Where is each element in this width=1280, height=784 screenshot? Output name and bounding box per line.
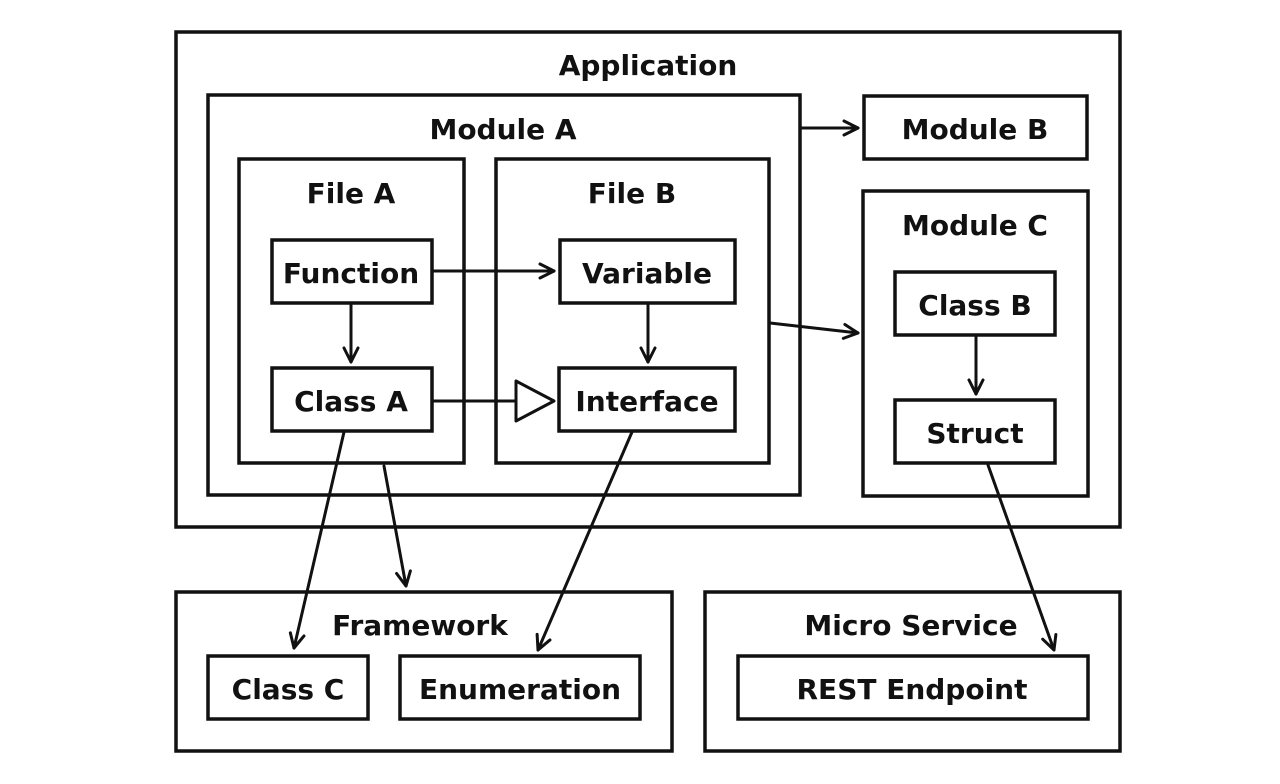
class-a-label: Class A bbox=[294, 385, 408, 418]
interface-node: Interface bbox=[557, 366, 737, 433]
enumeration-node: Enumeration bbox=[398, 654, 642, 721]
enumeration-label: Enumeration bbox=[419, 673, 621, 706]
rest-endpoint-label: REST Endpoint bbox=[797, 673, 1028, 706]
function-label: Function bbox=[283, 257, 419, 290]
class-c-label: Class C bbox=[232, 673, 345, 706]
variable-node: Variable bbox=[558, 238, 737, 305]
struct-node: Struct bbox=[893, 398, 1057, 465]
struct-label: Struct bbox=[926, 417, 1023, 450]
application-title: Application bbox=[559, 49, 738, 82]
edge-class-a-to-class-c bbox=[288, 430, 346, 650]
class-a-node: Class A bbox=[270, 366, 434, 433]
edge-file-a-to-framework bbox=[382, 464, 412, 588]
module-c-title: Module C bbox=[902, 209, 1048, 242]
framework-title: Framework bbox=[332, 609, 509, 642]
edge-file-b-to-module-c bbox=[768, 321, 860, 340]
inheritance-triangle-icon bbox=[514, 379, 556, 423]
rest-endpoint-node: REST Endpoint bbox=[736, 654, 1090, 721]
variable-label: Variable bbox=[582, 257, 712, 290]
edge-struct-to-rest-endpoint bbox=[986, 463, 1058, 652]
module-b-node: Module B bbox=[862, 94, 1089, 161]
class-b-label: Class B bbox=[918, 289, 1031, 322]
micro-service-title: Micro Service bbox=[804, 609, 1017, 642]
module-a-title: Module A bbox=[429, 113, 576, 146]
module-b-label: Module B bbox=[902, 113, 1049, 146]
edge-interface-to-enumeration bbox=[535, 430, 634, 652]
function-node: Function bbox=[270, 238, 434, 305]
file-a-title: File A bbox=[307, 177, 396, 210]
interface-label: Interface bbox=[575, 385, 718, 418]
class-c-node: Class C bbox=[206, 654, 370, 721]
file-b-title: File B bbox=[588, 177, 676, 210]
edge-class-a-to-interface bbox=[430, 379, 556, 423]
class-b-node: Class B bbox=[893, 270, 1057, 337]
